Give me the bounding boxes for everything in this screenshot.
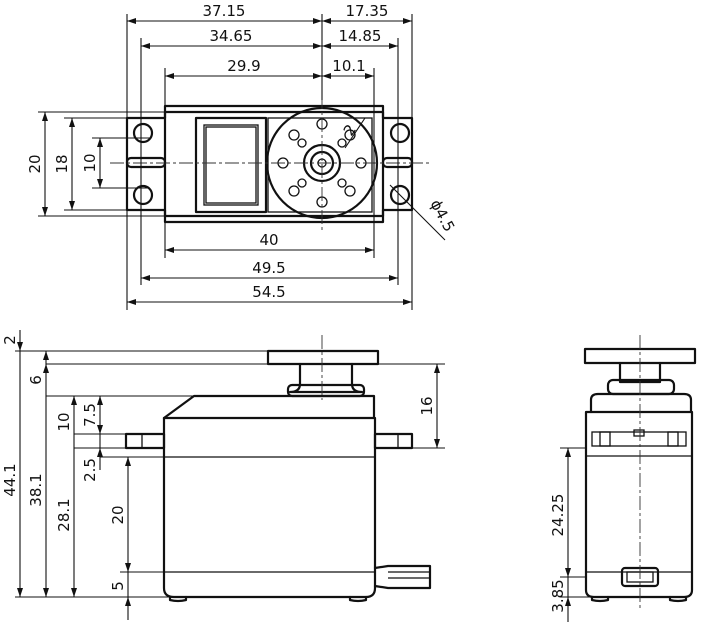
end-case-top [589, 392, 693, 414]
top-view: 37.15 17.35 34.65 14.85 29.9 10.1 40 49.… [26, 2, 458, 310]
dim-24-25: 24.25 [549, 494, 567, 537]
end-case-body [584, 410, 694, 599]
dim-28-1: 28.1 [55, 498, 73, 531]
side-flange-left [124, 432, 166, 450]
dim-17-35: 17.35 [346, 2, 389, 20]
dim-6: 6 [27, 375, 45, 385]
dim-37-15: 37.15 [203, 2, 246, 20]
dim-r2: 2 [340, 121, 360, 139]
dim-49-5: 49.5 [252, 259, 285, 277]
dim-38-1: 38.1 [27, 473, 45, 506]
dim-2-5: 2.5 [81, 458, 99, 482]
dim-14-85: 14.85 [339, 27, 382, 45]
dim-10-top: 10 [81, 153, 99, 172]
top-flange-outline [125, 104, 414, 224]
side-case-top [162, 394, 376, 420]
dim-16: 16 [418, 396, 436, 415]
mount-hole-top-left [132, 122, 154, 144]
dim-7-5: 7.5 [81, 403, 99, 427]
dim-34-65: 34.65 [210, 27, 253, 45]
dim-44-1: 44.1 [1, 463, 19, 496]
dim-5: 5 [109, 581, 127, 591]
side-flange-right [373, 432, 414, 450]
side-case-body [162, 416, 377, 599]
dim-20-top: 20 [26, 154, 44, 173]
mount-hole-bottom-left [132, 184, 154, 206]
side-foot-left [168, 595, 188, 603]
dim-29-9: 29.9 [227, 57, 260, 75]
dim-2: 2 [1, 335, 19, 345]
mount-hole-top-right [389, 122, 411, 144]
dim-10-side: 10 [55, 412, 73, 431]
end-flange-detail [591, 429, 687, 447]
dim-10-1: 10.1 [332, 57, 365, 75]
mount-hole-bottom-right [389, 184, 411, 206]
dim-18-top: 18 [53, 154, 71, 173]
dim-40: 40 [259, 231, 278, 249]
side-foot-right [348, 595, 368, 603]
side-horn-hub [288, 362, 364, 394]
side-view: 2 6 44.1 38.1 28.1 10 7.5 2.5 20 5 16 [1, 330, 445, 620]
end-foot-left [590, 595, 610, 603]
dim-54-5: 54.5 [252, 283, 285, 301]
side-cable [373, 564, 432, 590]
end-foot-right [668, 595, 688, 603]
mount-slot-left [125, 156, 167, 169]
side-horn-plate [266, 349, 380, 366]
dim-phi-4-5: ɸ4.5 [427, 197, 459, 235]
dim-3-85: 3.85 [549, 579, 567, 612]
end-view: 24.25 3.85 [549, 335, 697, 622]
dim-20-side: 20 [109, 505, 127, 524]
